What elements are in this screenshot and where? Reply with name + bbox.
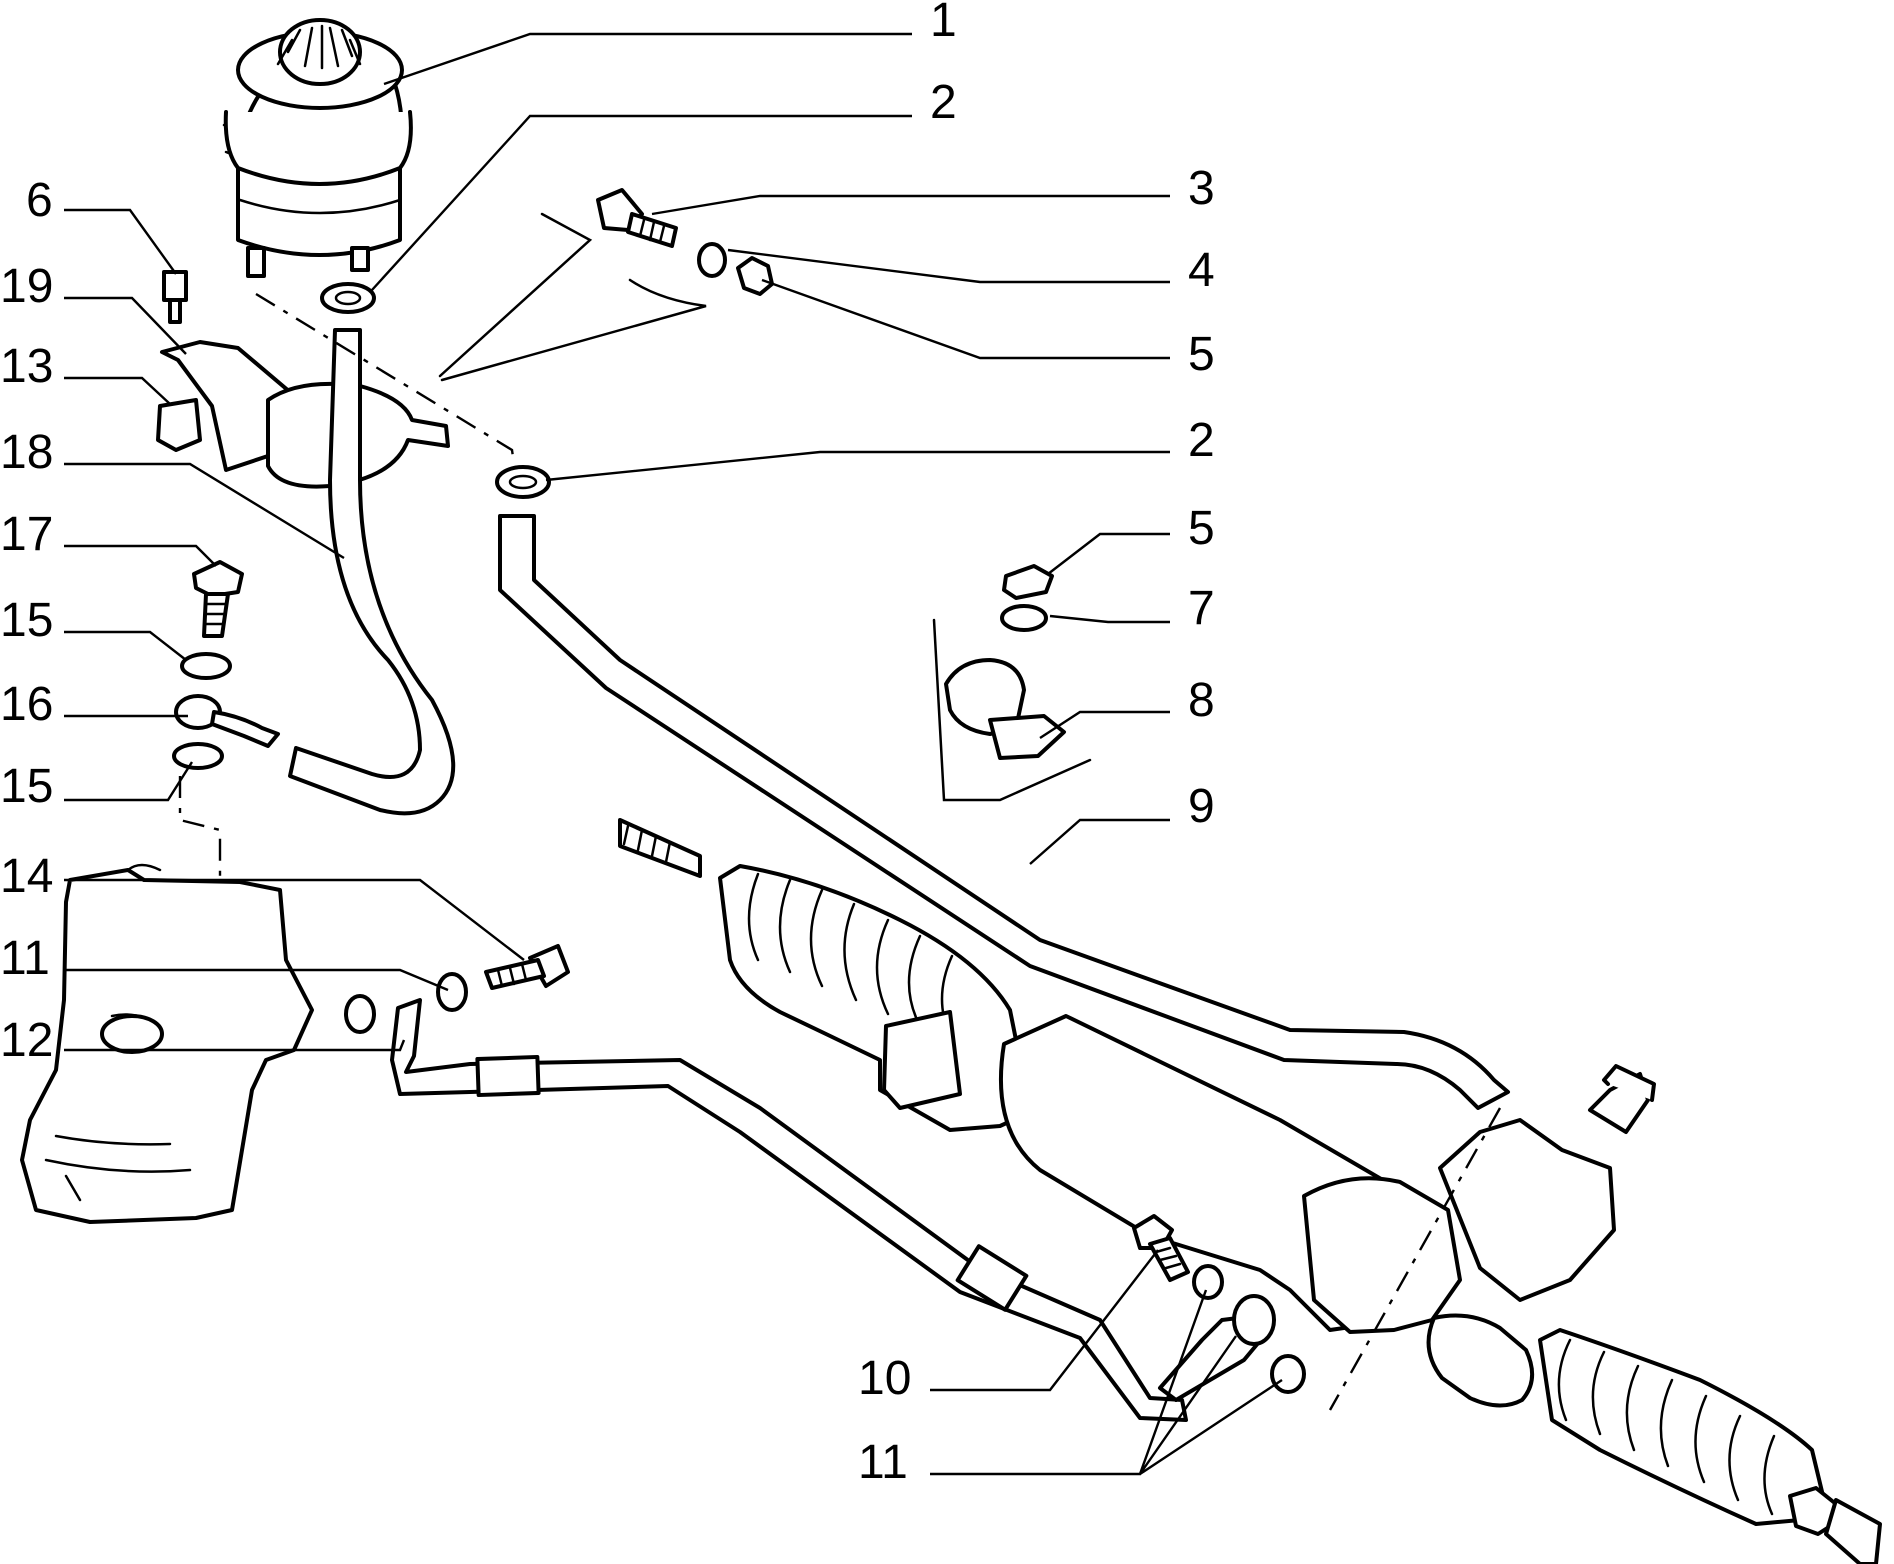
- washer-lower-b-part: [1270, 1354, 1306, 1394]
- bolt-part: [596, 188, 678, 248]
- callout-6: 6: [26, 174, 53, 227]
- pump-body-part: [20, 868, 314, 1224]
- banjo-bolt-lower-part: [1132, 1214, 1190, 1282]
- nut-lower-part: [1002, 564, 1054, 600]
- washer-upper-part: [180, 652, 232, 680]
- callout-11b: 11: [858, 1436, 908, 1489]
- washer-clamp-part: [1000, 604, 1048, 632]
- callout-13: 13: [0, 340, 53, 393]
- callout-17: 17: [0, 508, 53, 561]
- nut-part: [736, 256, 774, 296]
- hose-clip-part: [320, 282, 376, 314]
- pump-outlet-port-part: [100, 1014, 164, 1054]
- callout-3: 3: [1188, 162, 1215, 215]
- callout-14: 14: [0, 850, 53, 903]
- callout-15b: 15: [0, 760, 53, 813]
- steering-rack-part: [618, 818, 1882, 1564]
- callout-18: 18: [0, 426, 53, 479]
- assembly-line-rack: [1328, 1107, 1502, 1411]
- callout-15a: 15: [0, 594, 53, 647]
- bolt-small-part: [162, 270, 188, 324]
- pressure-hose-sleeve-b-part: [955, 1244, 1029, 1312]
- clip-bracket-line: [438, 212, 707, 382]
- banjo-fitting-part: [174, 694, 280, 748]
- callout-19: 19: [0, 260, 53, 313]
- callout-10: 10: [858, 1352, 911, 1405]
- washer-pressure-a-part: [436, 972, 468, 1012]
- callout-5b: 5: [1188, 502, 1215, 555]
- callout-9: 9: [1188, 780, 1215, 833]
- callout-5: 5: [1188, 328, 1215, 381]
- washer-pressure-b-part: [344, 994, 376, 1034]
- callout-7: 7: [1188, 582, 1215, 635]
- pressure-bolt-part: [484, 944, 570, 990]
- callout-1: 1: [930, 0, 957, 47]
- washer-part: [697, 242, 727, 278]
- banjo-bolt-part: [192, 560, 244, 638]
- callout-2: 2: [930, 76, 957, 129]
- callout-11a: 11: [0, 932, 50, 985]
- callout-numbers: 1 2 3 4 5 6 19 13 18 2 5 17 7 15 8 16 15…: [0, 0, 1215, 1489]
- callout-4: 4: [1188, 244, 1215, 297]
- reservoir-part: [222, 18, 413, 278]
- washer-lower-a-part: [1192, 1264, 1224, 1300]
- leader-lines: [64, 32, 1283, 1476]
- rubber-mount-part: [156, 398, 202, 452]
- callout-16: 16: [0, 678, 53, 731]
- hose-clamp-bracket-line: [932, 618, 1092, 802]
- hose-clip-lower-part: [495, 465, 551, 499]
- feed-hose-part: [498, 514, 1510, 1110]
- callout-8: 8: [1188, 674, 1215, 727]
- callout-2b: 2: [1188, 414, 1215, 467]
- callout-12: 12: [0, 1014, 53, 1067]
- assembly-line-pump: [178, 776, 222, 880]
- pressure-hose-sleeve-part: [475, 1054, 541, 1098]
- return-hose-part: [288, 328, 456, 816]
- washer-lower-part: [172, 742, 224, 770]
- assembly-line-reservoir: [255, 292, 516, 465]
- hose-clamp-part: [944, 658, 1066, 760]
- banjo-fitting-lower-part: [1232, 1294, 1276, 1346]
